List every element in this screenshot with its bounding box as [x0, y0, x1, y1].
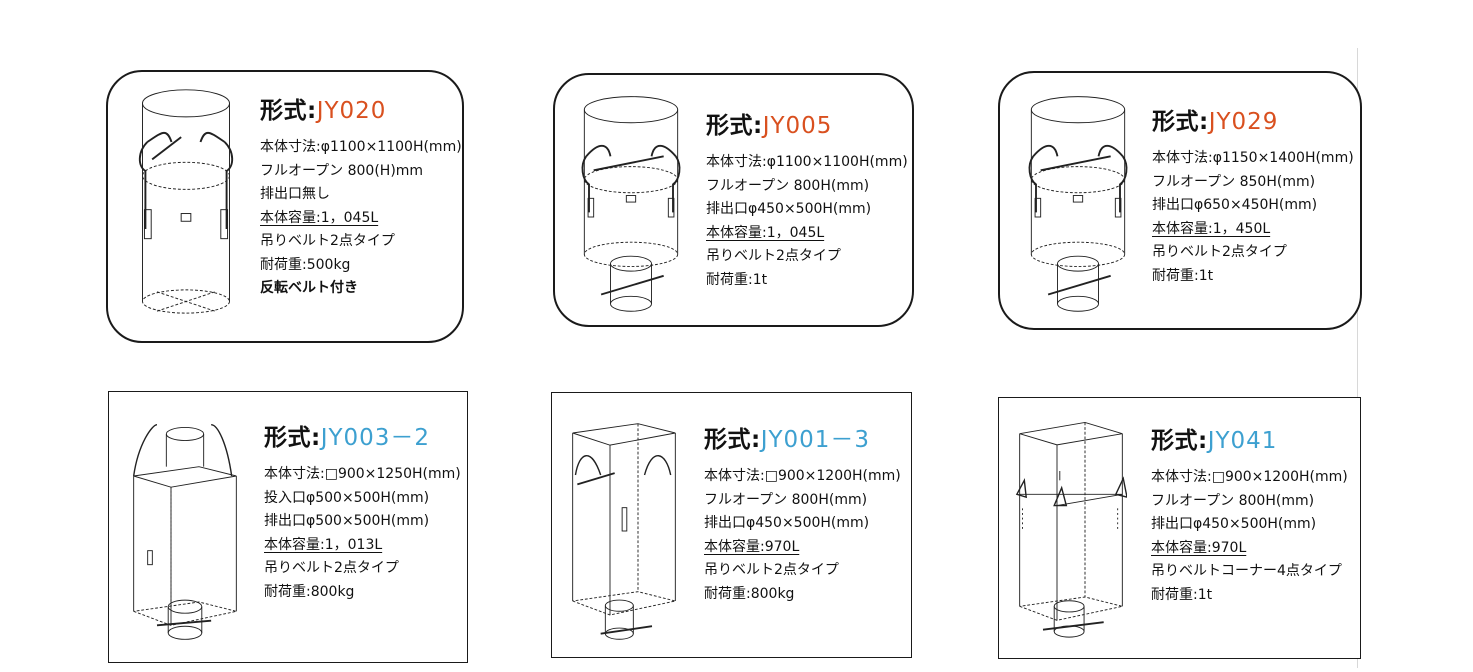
product-info: 形式:JY005 本体寸法:φ1100×1100H(mm) フルオープン 800… [706, 111, 908, 292]
product-info: 形式:JY029 本体寸法:φ1150×1400H(mm) フルオープン 850… [1152, 107, 1354, 288]
spec-opening: フルオープン 800(H)mm [260, 162, 424, 179]
spec-belt: 吊りベルト2点タイプ [264, 560, 399, 576]
product-code: JY003－2 [320, 425, 431, 451]
square-bag-inlet-spout-icon [129, 412, 241, 652]
spec-outlet: 排出口φ650×450H(mm) [1152, 197, 1318, 213]
product-title: 形式:JY041 [1151, 428, 1278, 454]
page-edge-line [1357, 48, 1358, 668]
product-card-jy003-2: 形式:JY003－2 本体寸法:□900×1250H(mm) 投入口φ500×5… [108, 391, 468, 663]
spec-outlet: 排出口無し [260, 186, 330, 202]
product-info: 形式:JY001－3 本体寸法:□900×1200H(mm) フルオープン 80… [704, 425, 901, 606]
product-title: 形式:JY005 [706, 113, 833, 139]
spec-load: 耐荷重:800kg [704, 585, 795, 602]
spec-load: 耐荷重:1t [1151, 586, 1213, 603]
product-card-jy041: 形式:JY041 本体寸法:□900×1200H(mm) フルオープン 800H… [998, 397, 1361, 659]
product-info: 形式:JY003－2 本体寸法:□900×1250H(mm) 投入口φ500×5… [264, 423, 461, 604]
square-bag-spout-icon [568, 411, 680, 651]
spec-belt: 吊りベルト2点タイプ [704, 562, 839, 578]
product-title: 形式:JY001－3 [704, 427, 871, 453]
product-card-jy001-3: 形式:JY001－3 本体寸法:□900×1200H(mm) フルオープン 80… [551, 392, 912, 658]
product-code: JY029 [1208, 109, 1279, 135]
product-title: 形式:JY029 [1152, 109, 1279, 135]
product-title: 形式:JY020 [260, 98, 387, 124]
spec-dimensions: 本体寸法:□900×1200H(mm) [1151, 469, 1348, 485]
product-code: JY001－3 [760, 427, 871, 453]
square-bag-corner-loop-icon [1015, 404, 1127, 650]
spec-dimensions: 本体寸法:□900×1200H(mm) [704, 468, 901, 484]
spec-dimensions: 本体寸法:□900×1250H(mm) [264, 466, 461, 482]
product-info: 形式:JY041 本体寸法:□900×1200H(mm) フルオープン 800H… [1151, 426, 1348, 607]
spec-capacity: 本体容量:1，450L [1152, 220, 1271, 237]
spec-load: 耐荷重:1t [1152, 267, 1214, 284]
round-bag-top-open-icon [128, 80, 244, 320]
spec-outlet: 排出口φ450×500H(mm) [704, 515, 870, 531]
spec-belt: 吊りベルト2点タイプ [706, 248, 841, 264]
spec-load: 耐荷重:500kg [260, 256, 351, 273]
spec-opening: フルオープン 800H(mm) [704, 491, 868, 508]
round-bag-spout-icon [1022, 83, 1134, 323]
product-code: JY041 [1207, 428, 1278, 454]
spec-belt: 吊りベルト2点タイプ [1152, 244, 1287, 260]
spec-outlet: 排出口φ450×500H(mm) [706, 201, 872, 217]
product-code: JY005 [762, 113, 833, 139]
spec-capacity: 本体容量:970L [704, 538, 800, 555]
product-code: JY020 [316, 98, 387, 124]
spec-load: 耐荷重:1t [706, 271, 768, 288]
spec-opening: フルオープン 800H(mm) [1151, 492, 1315, 509]
round-bag-spout-icon [575, 83, 687, 323]
product-card-jy005: 形式:JY005 本体寸法:φ1100×1100H(mm) フルオープン 800… [553, 73, 914, 327]
spec-capacity: 本体容量:970L [1151, 539, 1247, 556]
spec-opening: フルオープン 800H(mm) [706, 177, 870, 194]
product-title: 形式:JY003－2 [264, 425, 431, 451]
spec-outlet: 排出口φ500×500H(mm) [264, 513, 430, 529]
spec-inlet: 投入口φ500×500H(mm) [264, 489, 430, 506]
spec-belt: 吊りベルト2点タイプ [260, 233, 395, 249]
spec-load: 耐荷重:800kg [264, 583, 355, 600]
product-card-jy020: 形式:JY020 本体寸法:φ1100×1100H(mm) フルオープン 800… [106, 70, 464, 343]
spec-dimensions: 本体寸法:φ1100×1100H(mm) [260, 139, 462, 155]
product-card-jy029: 形式:JY029 本体寸法:φ1150×1400H(mm) フルオープン 850… [998, 71, 1362, 330]
product-info: 形式:JY020 本体寸法:φ1100×1100H(mm) フルオープン 800… [260, 96, 462, 301]
spec-outlet: 排出口φ450×500H(mm) [1151, 516, 1317, 532]
spec-dimensions: 本体寸法:φ1150×1400H(mm) [1152, 150, 1354, 166]
spec-opening: フルオープン 850H(mm) [1152, 173, 1316, 190]
spec-dimensions: 本体寸法:φ1100×1100H(mm) [706, 154, 908, 170]
spec-reverse-belt: 反転ベルト付き [260, 280, 358, 296]
spec-capacity: 本体容量:1，013L [264, 536, 383, 553]
spec-capacity: 本体容量:1，045L [260, 209, 379, 226]
spec-belt: 吊りベルトコーナー4点タイプ [1151, 563, 1342, 579]
spec-capacity: 本体容量:1，045L [706, 224, 825, 241]
